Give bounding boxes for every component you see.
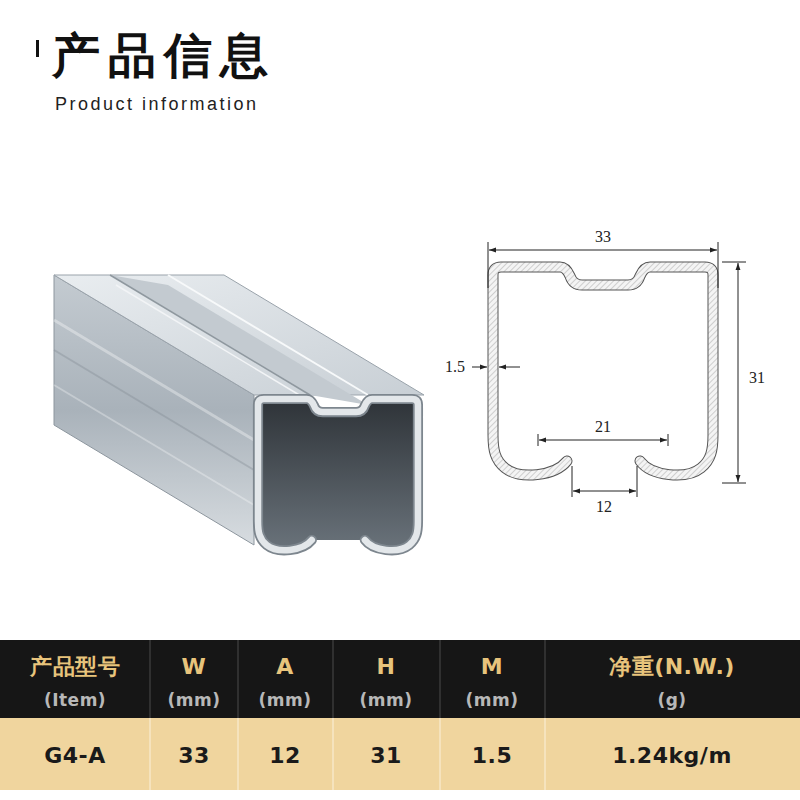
dimension-label: 12 [596,498,612,516]
table-cell: 33 [178,743,210,768]
table-header: (mm) [466,691,519,711]
table-header: (mm) [168,691,221,711]
spec-table [0,640,800,790]
table-cell: 12 [269,743,301,768]
table-header: A [276,654,294,679]
subtitle: Product information [55,94,259,115]
table-cell: 31 [370,743,402,768]
table-header: 产品型号 [30,654,120,679]
dimension-label: 31 [749,369,765,387]
table-header: 净重(N.W.) [609,654,735,679]
table-cell: 1.24kg/m [612,743,732,768]
dimension-label: 21 [595,418,611,436]
table-header: (mm) [360,691,413,711]
table-header: H [377,654,396,679]
heading-bar [36,40,39,57]
page-title: 产品信息 [52,28,276,83]
dimension-label: 33 [595,228,611,246]
cross-section [493,267,713,475]
table-header: W [182,654,207,679]
table-header: (g) [657,691,686,711]
table-header: (Item) [44,691,106,711]
dimension-label: 1.5 [445,358,465,376]
table-cell: G4-A [44,743,106,768]
rail-photo [54,275,424,550]
table-header: (mm) [259,691,312,711]
dimension-lines [472,242,746,497]
table-cell: 1.5 [472,743,512,768]
table-header: M [481,654,503,679]
